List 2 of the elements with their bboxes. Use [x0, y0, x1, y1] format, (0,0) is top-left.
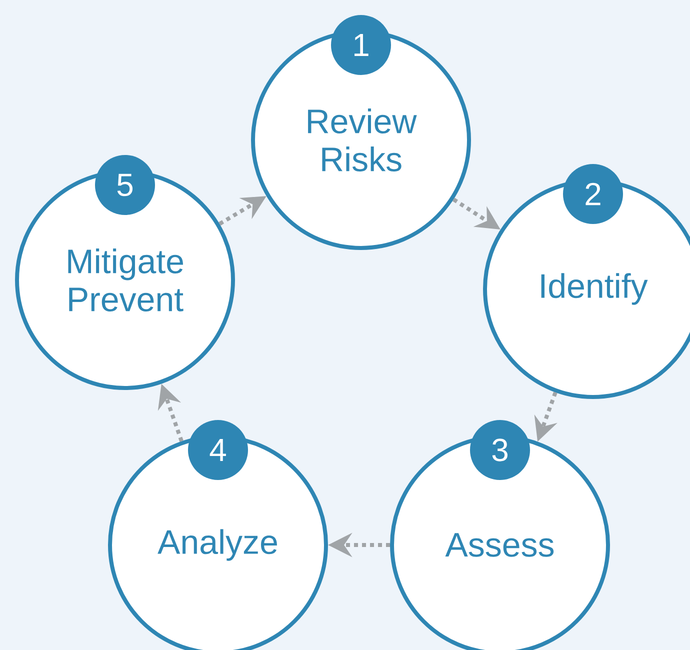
number-badge: 1	[331, 15, 391, 75]
number-badge: 5	[95, 155, 155, 215]
